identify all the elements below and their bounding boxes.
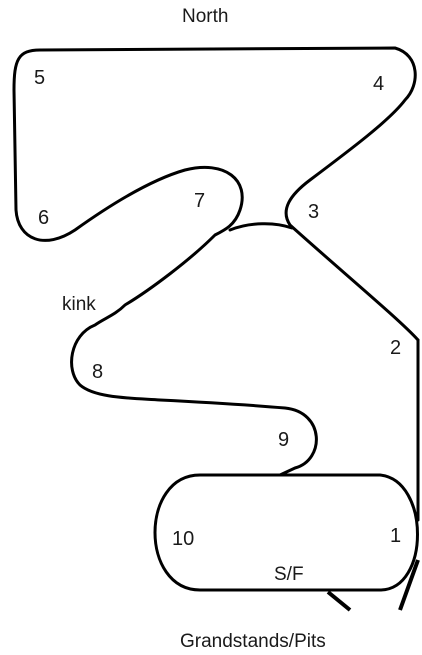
kink-label: kink [62,294,96,315]
turn-6-label: 6 [38,207,49,229]
start-finish-label: S/F [274,564,304,585]
north-label: North [182,6,228,27]
turn-7-label: 7 [194,190,205,212]
turn-9-label: 9 [278,429,289,451]
pit-lane-line-right [398,559,420,611]
turn-8-label: 8 [92,361,103,383]
pit-lane-line-left [326,590,352,612]
turn-10-label: 10 [172,528,194,550]
turn-5-label: 5 [34,67,45,89]
turn-2-label: 2 [390,337,401,359]
turn-3-label: 3 [308,201,319,223]
grandstands-pits-label: Grandstands/Pits [180,631,326,652]
track-outline [12,46,420,592]
turn-4-label: 4 [373,73,384,95]
turn-1-label: 1 [390,525,401,547]
track-link-7-3 [228,222,294,232]
